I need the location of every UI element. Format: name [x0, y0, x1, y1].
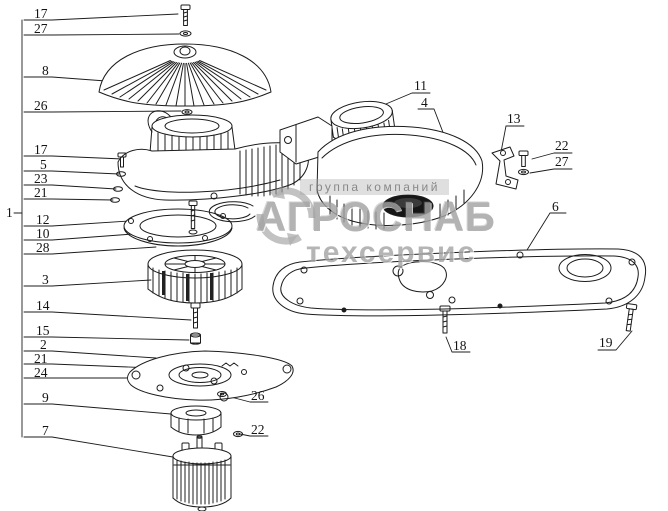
part-switch-plate	[127, 350, 294, 402]
callout-label: 15	[36, 323, 50, 338]
watermark-group-line: группа компаний	[300, 179, 449, 195]
part-dome-cap	[98, 43, 272, 115]
part-mounting-plate	[272, 248, 647, 317]
callout-label: 6	[552, 199, 559, 214]
part-bolt-18	[439, 305, 451, 334]
watermark-brand: АГРОСНАБ	[256, 193, 496, 240]
callout-label: 22	[251, 422, 265, 437]
part-armature	[147, 249, 243, 304]
watermark-circular-arrows-icon	[250, 180, 322, 252]
callout-label: 24	[34, 365, 48, 380]
callout-label: 14	[36, 298, 50, 313]
part-bracket	[491, 146, 519, 190]
part-bolt-small	[518, 150, 529, 176]
callout-label: 2	[40, 337, 47, 352]
callout-label: 5	[40, 157, 47, 172]
callout-label: 4	[421, 95, 428, 110]
callout-label: 21	[34, 185, 48, 200]
callout-label: 22	[555, 138, 569, 153]
callout-label: 8	[42, 63, 49, 78]
callout-label: 9	[42, 390, 49, 405]
part-electric-motor	[172, 435, 232, 511]
callout-label: 11	[414, 78, 427, 93]
callout-label: 7	[42, 423, 49, 438]
callout-label: 17	[34, 6, 48, 21]
callout-label: 23	[34, 171, 48, 186]
callout-group-1: 1	[6, 205, 13, 220]
callout-label: 18	[453, 338, 467, 353]
callout-label: 12	[36, 212, 50, 227]
callout-label: 3	[42, 272, 49, 287]
callout-label: 17	[34, 142, 48, 157]
callout-label: 26	[34, 98, 48, 113]
part-air-duct-cover	[279, 116, 484, 230]
part-blower-housing	[110, 110, 309, 203]
part-bolt-top	[179, 4, 192, 37]
callout-label: 27	[555, 154, 569, 169]
callout-label: 26	[251, 388, 265, 403]
part-gasket-ring	[123, 200, 256, 247]
callout-label: 27	[34, 21, 48, 36]
callout-label: 28	[36, 240, 50, 255]
callout-label: 10	[36, 226, 50, 241]
callout-label: 13	[507, 111, 521, 126]
watermark-subtitle: техсервис	[306, 236, 477, 269]
callout-label: 19	[599, 335, 613, 350]
part-bolt-14	[190, 302, 201, 345]
part-spacer	[170, 405, 243, 438]
callout-label: 21	[34, 351, 48, 366]
part-bolt-19	[625, 303, 638, 332]
